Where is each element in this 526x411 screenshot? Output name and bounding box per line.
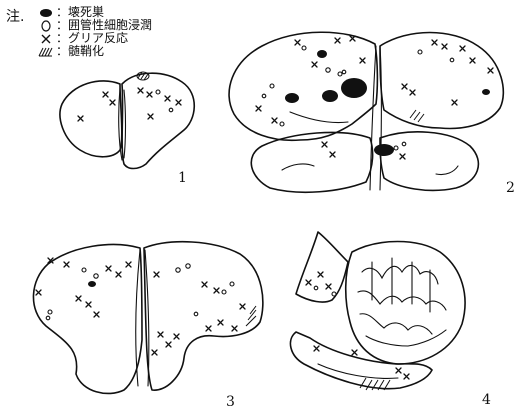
panel-4-number: 4 — [482, 392, 491, 408]
filled-ellipse-icon — [38, 7, 54, 19]
legend-label-myelination: ：髄鞘化 — [56, 45, 104, 58]
panel-2-number: 2 — [506, 180, 515, 196]
open-ellipse-icon — [38, 20, 54, 32]
panel-1-number: 1 — [178, 170, 187, 186]
legend-item-myelination: ：髄鞘化 — [38, 45, 178, 58]
hatching-icon — [38, 46, 54, 58]
panel-1-section — [60, 72, 194, 169]
panel-4-section — [290, 232, 465, 390]
legend-note-label: 注. — [6, 11, 24, 24]
panel-2-section — [229, 32, 503, 192]
panel-3-number: 3 — [226, 394, 235, 410]
cross-icon — [38, 33, 54, 45]
panel-3-section — [33, 242, 262, 394]
